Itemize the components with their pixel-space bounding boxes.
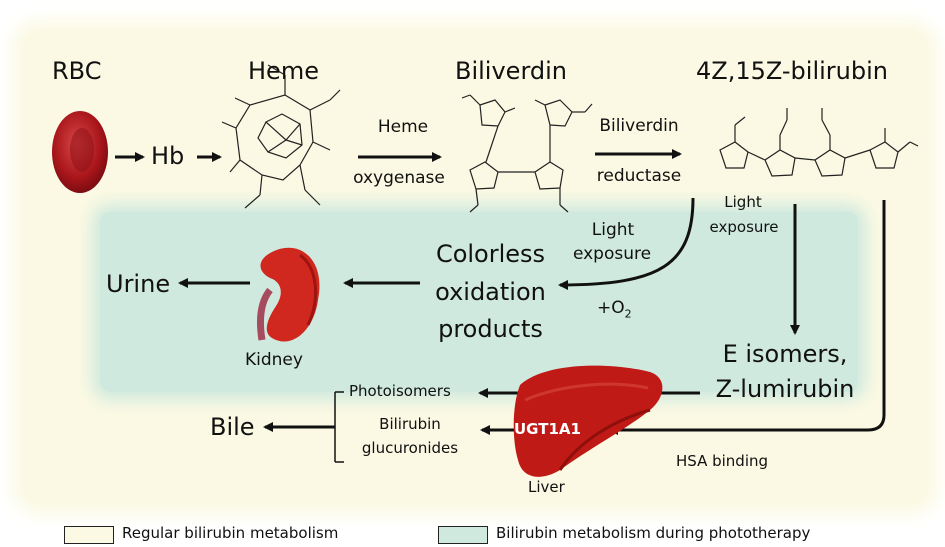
colorless-line1: Colorless <box>435 240 546 268</box>
light-exposure-left-line2: exposure <box>572 244 652 264</box>
urine-label: Urine <box>106 270 171 298</box>
heme-oxygenase-line2: oxygenase <box>353 168 445 188</box>
e-isomers-line1: E isomers, <box>722 340 848 368</box>
liver-label: Liver <box>528 478 565 496</box>
o2-label: +O2 <box>597 298 632 321</box>
e-isomers-line2: Z-lumirubin <box>715 375 855 403</box>
biliverdin-label: Biliverdin <box>455 57 567 85</box>
photoisomers-label: Photoisomers <box>349 382 451 400</box>
colorless-line3: products <box>438 315 543 343</box>
bilirubin-label: 4Z,15Z-bilirubin <box>696 57 888 85</box>
legend-regular-label: Regular bilirubin metabolism <box>122 524 339 542</box>
legend-phototherapy-label: Bilirubin metabolism during phototherapy <box>496 524 811 542</box>
glucuronides-line1: Bilirubin <box>379 415 441 433</box>
legend-regular-swatch <box>64 526 114 544</box>
hb-label: Hb <box>151 142 185 170</box>
heme-structure <box>221 64 341 209</box>
legend-phototherapy-swatch <box>438 526 488 544</box>
light-exposure-right-line1: Light <box>724 193 762 211</box>
rbc-label: RBC <box>52 57 102 85</box>
biliverdin-reductase-line1: Biliverdin <box>599 116 679 136</box>
biliverdin-reductase-line2: reductase <box>596 166 682 186</box>
kidney-image <box>256 247 320 342</box>
light-exposure-left-line1: Light <box>591 220 635 240</box>
phototherapy-region <box>100 212 858 392</box>
light-exposure-right-line2: exposure <box>709 218 779 236</box>
hsa-binding-label: HSA binding <box>676 452 769 470</box>
arrow-hsa-binding <box>608 200 886 435</box>
glucuronides-line2: glucuronides <box>361 439 459 457</box>
heme-label: Heme <box>248 57 319 85</box>
colorless-line2: oxidation <box>435 278 546 306</box>
biliverdin-structure <box>461 94 593 213</box>
kidney-label: Kidney <box>245 350 303 370</box>
rbc-cell-image <box>52 111 108 193</box>
ugt1a1-label: UGT1A1 <box>514 420 581 438</box>
bile-label: Bile <box>210 413 255 441</box>
heme-oxygenase-line1: Heme <box>377 117 429 137</box>
arrow-to-oxidation <box>558 197 695 290</box>
liver-image <box>513 365 663 477</box>
bilirubin-structure <box>719 108 919 177</box>
